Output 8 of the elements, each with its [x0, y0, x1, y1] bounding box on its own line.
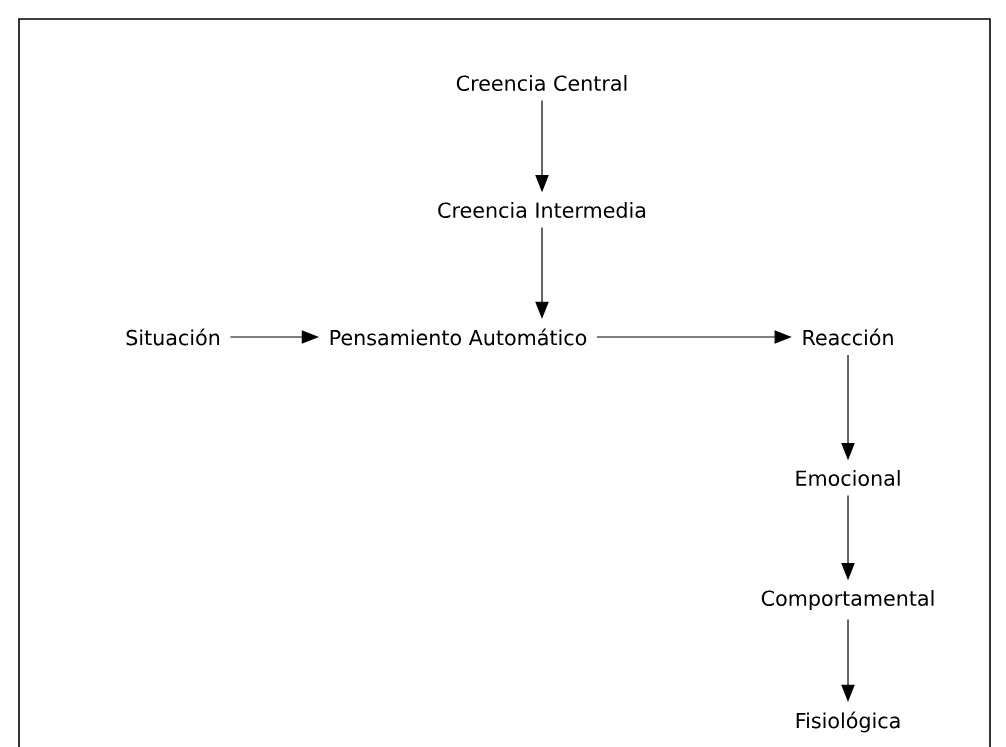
node-label: Emocional: [796, 470, 900, 486]
node-label: Reacción: [803, 328, 893, 346]
node-label: Fisiológica: [796, 711, 900, 733]
node-label: Creencia Intermedia: [438, 202, 646, 218]
node-label: Situación: [126, 328, 220, 346]
node-label: Pensamiento Automático: [330, 328, 587, 346]
node-label: Creencia Central: [456, 75, 627, 91]
node-label: Comportamental: [761, 590, 934, 610]
